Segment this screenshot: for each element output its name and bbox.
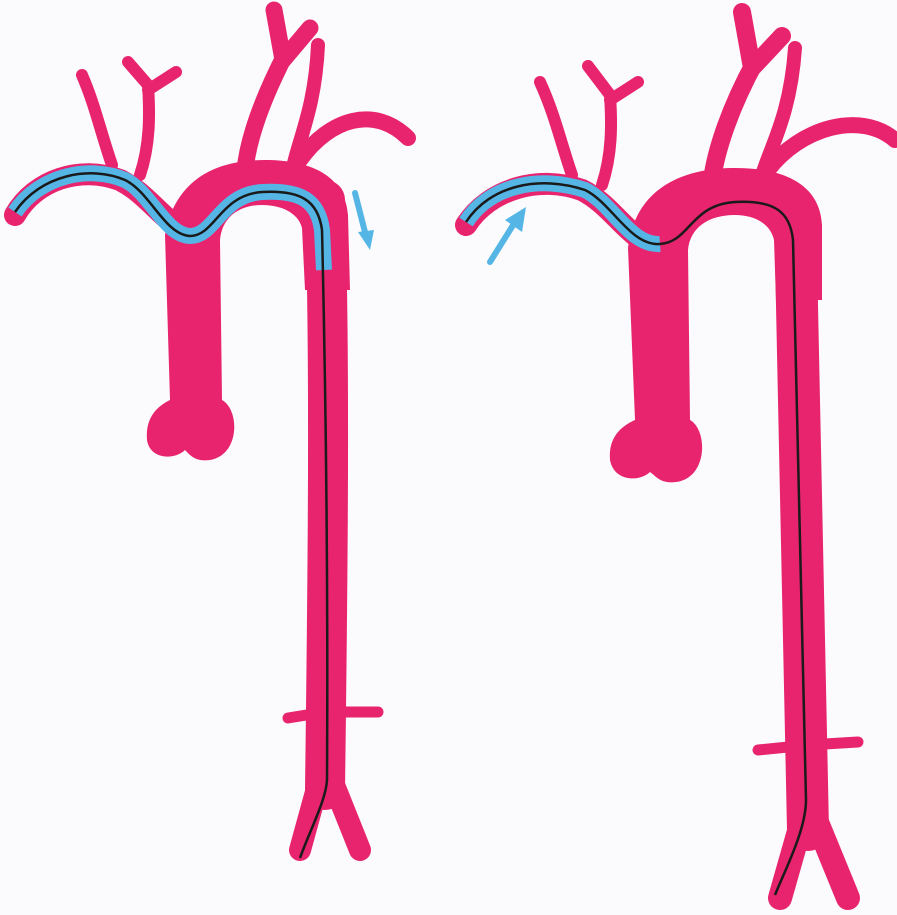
background [0,0,897,915]
diagram-canvas [0,0,897,915]
aortic-catheter-diagram [0,0,897,915]
